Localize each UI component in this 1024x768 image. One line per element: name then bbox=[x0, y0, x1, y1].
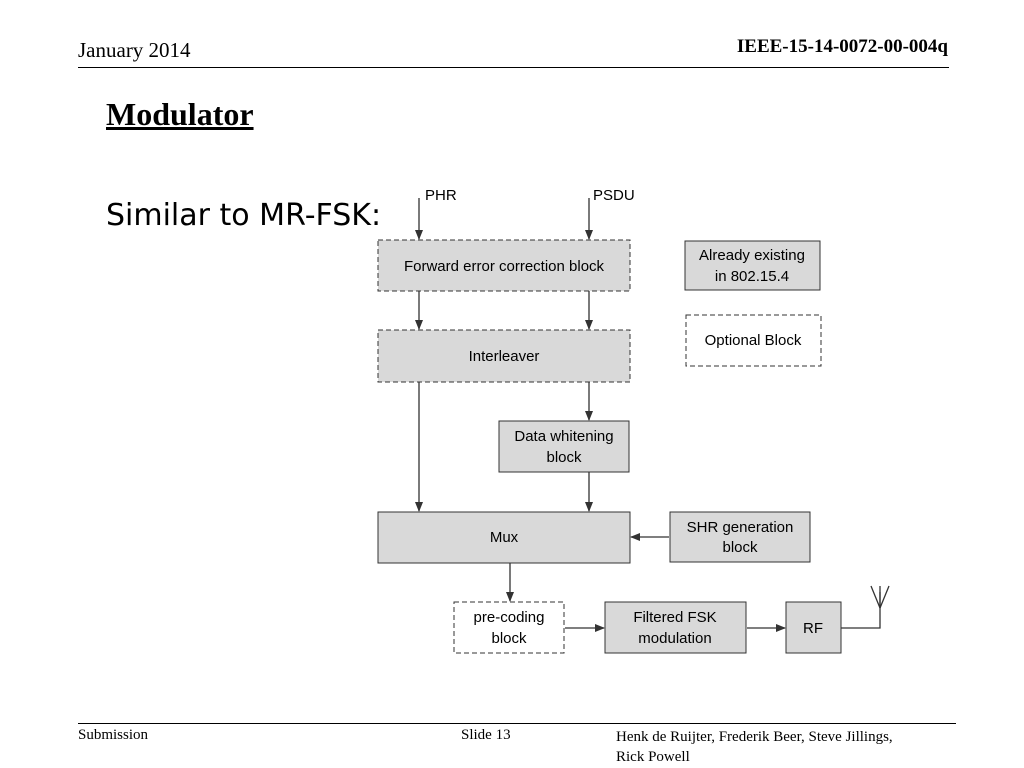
legend-existing-box bbox=[684, 240, 821, 291]
rf-block-label: RF bbox=[803, 620, 823, 637]
shr-generation-label-line2: block bbox=[722, 539, 758, 556]
header-doc-id: IEEE-15-14-0072-00-004q bbox=[736, 36, 948, 57]
phr-label: PHR bbox=[425, 187, 457, 204]
mux-block-label: Mux bbox=[490, 529, 519, 546]
precoding-label-line2: block bbox=[491, 630, 527, 647]
fec-block-label: Forward error correction block bbox=[404, 258, 605, 275]
slide-title: Modulator bbox=[106, 96, 254, 132]
precoding-label-line1: pre-coding bbox=[474, 609, 545, 626]
footer-authors-line2: Rick Powell bbox=[616, 749, 690, 765]
filtered-fsk-block bbox=[604, 601, 747, 654]
mux-block bbox=[377, 511, 631, 564]
legend-existing-line2: in 802.15.4 bbox=[715, 268, 789, 285]
slide-subtitle: Similar to MR-FSK: bbox=[106, 198, 382, 233]
footer-authors: Henk de Ruijter, Frederik Beer, Steve Ji… bbox=[616, 727, 946, 767]
data-whitening-block bbox=[498, 420, 630, 473]
antenna-icon bbox=[870, 585, 890, 609]
precoding-block bbox=[453, 601, 565, 654]
rf-block bbox=[785, 601, 842, 654]
shr-generation-block bbox=[669, 511, 811, 563]
shr-generation-label-line1: SHR generation bbox=[687, 519, 794, 536]
header-divider bbox=[78, 67, 949, 68]
data-whitening-label-line2: block bbox=[546, 449, 582, 466]
data-whitening-label-line1: Data whitening bbox=[514, 428, 613, 445]
footer-authors-line1: Henk de Ruijter, Frederik Beer, Steve Ji… bbox=[616, 729, 893, 745]
psdu-label: PSDU bbox=[593, 187, 635, 204]
header-date: January 2014 bbox=[78, 38, 191, 62]
fec-block bbox=[377, 239, 631, 292]
footer-slide-number: Slide 13 bbox=[461, 727, 511, 743]
interleaver-block bbox=[377, 329, 631, 383]
legend-optional-box bbox=[685, 314, 822, 367]
legend-existing-line1: Already existing bbox=[699, 247, 805, 264]
legend-optional-label: Optional Block bbox=[705, 332, 802, 349]
footer-divider bbox=[78, 723, 956, 724]
interleaver-block-label: Interleaver bbox=[469, 348, 540, 365]
filtered-fsk-label-line1: Filtered FSK bbox=[633, 609, 716, 626]
filtered-fsk-label-line2: modulation bbox=[638, 630, 711, 647]
footer-submission: Submission bbox=[78, 727, 149, 743]
rf-to-antenna-line bbox=[841, 592, 881, 629]
